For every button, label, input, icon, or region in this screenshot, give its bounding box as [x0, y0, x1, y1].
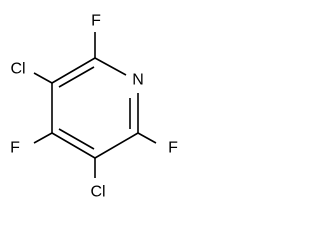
chemical-structure-diagram: N F Cl F Cl F [10, 13, 178, 201]
atom-label-chlorine-c3: Cl [10, 61, 25, 78]
bond-c3-cl [33, 72, 53, 84]
atom-label-fluorine-c4: F [10, 140, 20, 157]
atom-label-chlorine-c5: Cl [90, 184, 105, 201]
bond-c6-f [137, 132, 157, 144]
pyridine-ring [51, 57, 139, 159]
bond-c6-c5 [94, 132, 139, 159]
bond-c3-c2 [51, 57, 96, 84]
atom-label-nitrogen: N [132, 72, 144, 89]
bond-c3-c2-double [58, 66, 95, 88]
atom-label-fluorine-c6: F [168, 140, 178, 157]
bond-c5-c4 [51, 132, 96, 159]
bond-c2-n1 [94, 57, 127, 76]
substituent-bonds [33, 32, 157, 178]
atom-labels: N F Cl F Cl F [10, 13, 178, 201]
bond-c5-c4-double [58, 128, 95, 150]
atom-label-fluorine-c2: F [91, 13, 101, 30]
bond-c4-f [33, 132, 53, 144]
